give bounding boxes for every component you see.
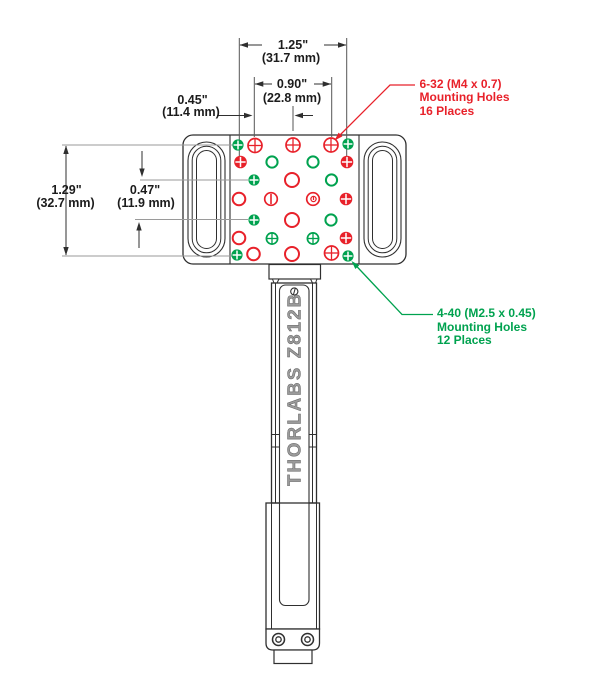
mounting-hole-6-32 xyxy=(284,172,300,188)
dim-1-29-mm: (32.7 mm) xyxy=(36,195,95,210)
callout-red-line1: 6-32 (M4 x 0.7) xyxy=(419,76,502,91)
actuator-collar xyxy=(268,263,322,280)
arrowhead xyxy=(63,145,69,154)
mounting-hole-6-32 xyxy=(246,246,261,262)
dim-0-90-inch: 0.90" xyxy=(276,77,308,91)
red-callout-leader xyxy=(336,84,415,139)
arrowhead xyxy=(139,168,145,177)
dim-1-25-mm: (31.7 mm) xyxy=(261,50,321,65)
arrowhead xyxy=(239,42,248,48)
arrowhead xyxy=(63,247,69,256)
top-set-screw-slot xyxy=(292,288,296,295)
mounting-hole-6-32 xyxy=(284,246,300,262)
arrowhead xyxy=(254,81,264,87)
mounting-hole-4-40 xyxy=(306,155,320,169)
mounting-hole-4-40 xyxy=(324,173,339,187)
mounting-hole-4-40 xyxy=(324,213,338,227)
arrowhead xyxy=(322,81,332,87)
callout-6-32-mounting-holes: 6-32 (M4 x 0.7) Mounting Holes 16 Places xyxy=(419,76,510,119)
arrowhead xyxy=(294,112,303,119)
arrowhead xyxy=(136,222,142,231)
mounting-hole-6-32 xyxy=(284,212,300,228)
dim-0-90-mm: (22.8 mm) xyxy=(262,90,322,105)
right-slot-inner xyxy=(372,150,393,249)
dim-0-45-mm: (11.4 mm) xyxy=(162,105,220,119)
dim-1-29-inch: 1.29" xyxy=(51,183,82,197)
callout-red-line3: 16 Places xyxy=(419,103,475,118)
mounting-hole-4-40 xyxy=(265,155,279,169)
arrowhead xyxy=(244,112,253,119)
mounting-hole-6-32 xyxy=(231,230,247,246)
green-callout-leader xyxy=(353,263,433,316)
body-label: THORLABS Z812B xyxy=(284,292,305,486)
callout-red-line2: Mounting Holes xyxy=(419,90,510,104)
callout-4-40-mounting-holes: 4-40 (M2.5 x 0.45) Mounting Holes 12 Pla… xyxy=(437,306,536,348)
dim-0-47-mm: (11.9 mm) xyxy=(117,195,175,210)
actuator-label-slot xyxy=(278,284,310,607)
dim-0-47-inch: 0.47" xyxy=(129,183,161,197)
bottom-connector-tab xyxy=(273,649,313,665)
callout-green-line3: 12 Places xyxy=(437,333,492,347)
red-callout-arrow xyxy=(334,132,343,141)
mounting-hole-6-32 xyxy=(231,191,247,207)
green-callout-arrow xyxy=(351,261,360,270)
arrowhead xyxy=(338,42,347,48)
left-slot-inner xyxy=(196,150,217,249)
bottom-screw-left-center xyxy=(275,636,282,643)
dim-1-25-inch: 1.25" xyxy=(277,37,309,52)
callout-green-line1: 4-40 (M2.5 x 0.45) xyxy=(437,306,536,320)
bottom-screw-right-center xyxy=(304,636,311,643)
dim-0-45-inch: 0.45" xyxy=(177,92,208,107)
callout-green-line2: Mounting Holes xyxy=(437,319,527,334)
